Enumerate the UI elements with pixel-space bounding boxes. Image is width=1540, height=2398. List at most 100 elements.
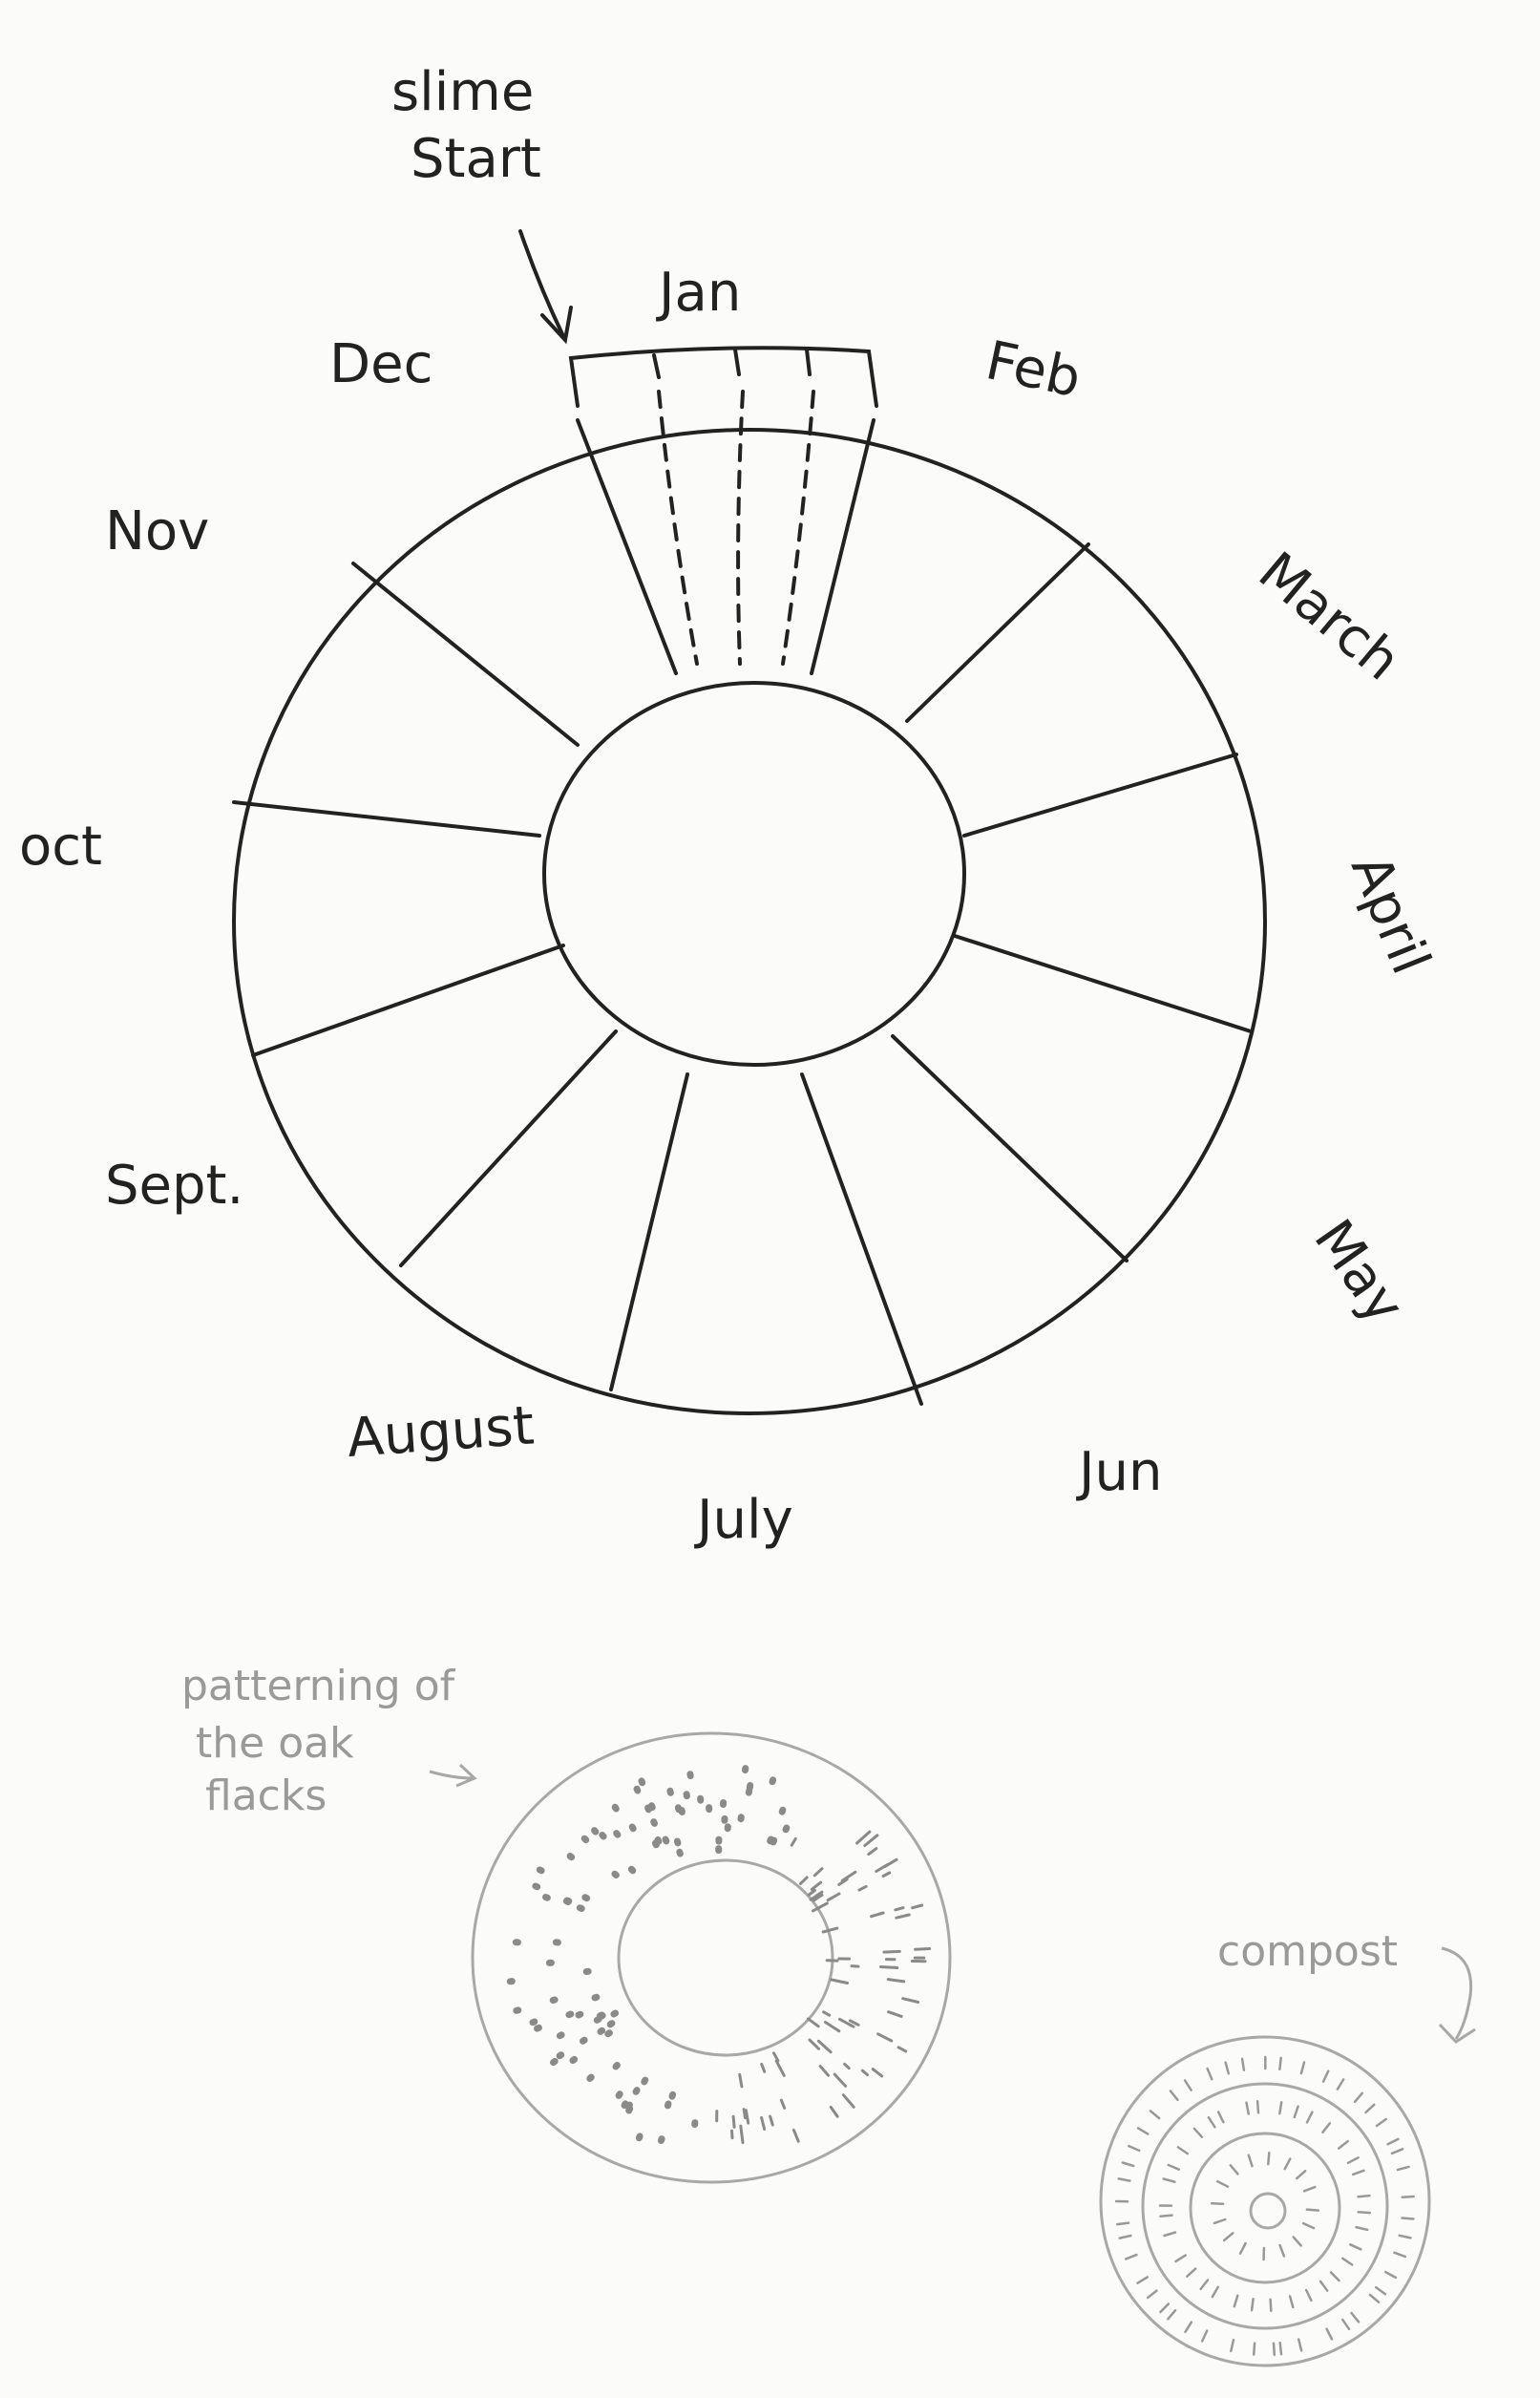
oak-flake-mark <box>650 1818 658 1827</box>
compost-mark <box>1401 2195 1415 2199</box>
oak-flake-mark <box>837 2017 855 2028</box>
oak-flake-mark <box>613 1830 622 1838</box>
wheel-spoke <box>609 1072 689 1391</box>
compost-mark <box>1118 2234 1132 2239</box>
compost-center <box>1249 2192 1287 2230</box>
wheel-outer-ring <box>232 428 1267 1415</box>
compost-mark <box>1184 2321 1193 2334</box>
oak-flake-mark <box>833 2072 848 2088</box>
compost-mark <box>1374 2285 1387 2296</box>
compost-mark <box>1213 2218 1227 2225</box>
oak-flake-mark <box>586 2073 595 2082</box>
compost-mark <box>1210 2201 1225 2206</box>
oak-flake-mark <box>812 1893 824 1902</box>
jan-subdivision-dashed-3 <box>781 390 815 666</box>
oak-flake-mark <box>658 2135 665 2144</box>
oak-flake-mark <box>760 2116 767 2131</box>
compost-mark <box>1321 2069 1330 2083</box>
oak-flake-mark <box>823 2021 841 2033</box>
compost-mark <box>1186 2267 1197 2278</box>
oak-flake-mark <box>850 1964 860 1968</box>
oak-flake-mark <box>767 1836 774 1845</box>
compost-mark <box>1174 2254 1187 2263</box>
oak-flake-mark <box>914 1947 932 1951</box>
oak-flake-mark <box>648 1802 656 1811</box>
compost-mark <box>1250 2297 1255 2312</box>
oak-flake-mark <box>760 2062 767 2073</box>
compost-mark <box>1297 2338 1303 2352</box>
oak-flake-mark <box>886 1978 906 1984</box>
oak-flake-mark <box>580 2036 588 2045</box>
compost-ring-3 <box>1189 2132 1341 2284</box>
compost-sketch <box>1099 1946 1476 2367</box>
oak-flake-mark <box>597 2027 606 2035</box>
wheel-spoke <box>351 562 580 747</box>
compost-mark <box>1325 2327 1334 2341</box>
compost-mark <box>1176 2146 1190 2155</box>
oak-flake-mark <box>591 1827 600 1836</box>
compost-mark <box>1159 2214 1173 2218</box>
compost-mark <box>1401 2217 1415 2220</box>
oak-flake-mark <box>654 1836 663 1845</box>
oak-flake-mark <box>895 1913 911 1920</box>
oak-flake-mark <box>599 1832 607 1840</box>
month-label-jan: Jan <box>656 262 741 324</box>
compost-mark <box>1255 2100 1260 2114</box>
compost-mark <box>1384 2270 1398 2280</box>
compost-mark <box>1386 2137 1400 2146</box>
wheel-inner-ring <box>542 681 966 1067</box>
oak-flake-mark <box>843 2062 851 2070</box>
oak-flake-mark <box>624 2101 633 2111</box>
oak-flake-mark <box>612 2062 621 2070</box>
compost-mark <box>1295 2169 1307 2180</box>
wheel-spoke <box>576 418 678 675</box>
compost-mark <box>1346 2156 1360 2165</box>
compost-mark <box>1124 2253 1138 2260</box>
compost-mark <box>1278 2101 1283 2115</box>
compost-mark <box>1192 2127 1204 2138</box>
compost-mark <box>1169 2090 1179 2102</box>
oak-flake-mark <box>812 1867 824 1878</box>
oak-flake-mark <box>580 1835 590 1844</box>
compost-mark <box>1299 2061 1306 2075</box>
month-wheel-diagram <box>232 229 1267 1415</box>
month-label-jun: Jun <box>1076 1441 1163 1503</box>
compost-mark <box>1357 2211 1372 2215</box>
compost-mark <box>1183 2079 1192 2091</box>
wheel-spoke <box>891 1034 1129 1263</box>
compost-mark <box>1321 2122 1332 2134</box>
compost-mark <box>1238 2241 1247 2255</box>
oak-flake-mark <box>867 1847 878 1857</box>
compost-mark <box>1390 2148 1404 2155</box>
oak-flake-mark <box>563 1897 573 1905</box>
oak-flake-mark <box>738 2072 744 2089</box>
compost-mark <box>1318 2280 1329 2292</box>
oak-flake-mark <box>860 2069 870 2077</box>
oak-flake-mark <box>821 1926 839 1934</box>
oak-flake-mark <box>822 2010 832 2017</box>
month-label-jul: July <box>694 1489 793 1551</box>
compost-mark <box>1393 2251 1407 2259</box>
month-label-oct: oct <box>19 816 102 878</box>
compost-mark <box>1233 2294 1239 2308</box>
oak-flake-mark <box>790 1836 797 1847</box>
compost-mark <box>1117 2177 1131 2182</box>
compost-mark <box>1240 2057 1246 2071</box>
oak-flake-mark <box>576 1904 585 1912</box>
oak-flake-mark <box>596 2011 605 2020</box>
compost-mark <box>1162 2177 1176 2183</box>
oak-flake-mark <box>882 1949 901 1954</box>
oak-flake-mark <box>870 1911 885 1919</box>
compost-mark <box>1341 2257 1354 2266</box>
compost-mark <box>1245 2101 1250 2115</box>
month-label-dec: Dec <box>329 333 432 395</box>
oak-flake-mark <box>806 2017 820 2028</box>
oak-flake-mark <box>621 2100 629 2110</box>
oak-flake-mark <box>816 2039 833 2054</box>
compost-mark <box>1269 2298 1273 2313</box>
month-label-may: May <box>1302 1209 1417 1335</box>
compost-mark <box>1292 2236 1302 2247</box>
oak-flake-mark <box>676 1848 684 1857</box>
wheel-spoke <box>953 934 1253 1033</box>
compost-mark <box>1288 2295 1295 2309</box>
